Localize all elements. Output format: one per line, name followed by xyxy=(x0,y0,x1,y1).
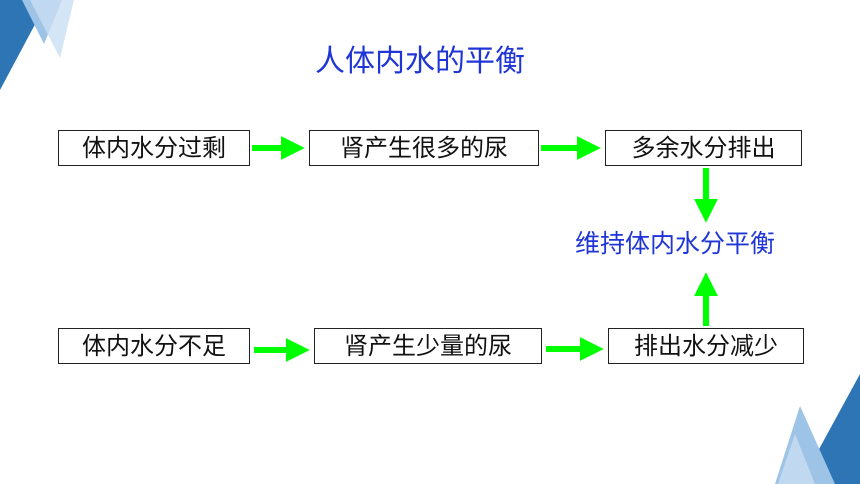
page-title: 人体内水的平衡 xyxy=(315,44,525,79)
box-excess-water-discharged: 多余水分排出 xyxy=(605,130,802,166)
corner-decoration-top-left xyxy=(0,0,74,90)
box-water-excess: 体内水分过剩 xyxy=(58,130,250,166)
box-kidney-little-urine: 肾产生少量的尿 xyxy=(314,328,542,364)
box-kidney-much-urine: 肾产生很多的尿 xyxy=(309,130,539,166)
balance-label: 维持体内水分平衡 xyxy=(574,229,775,258)
box-water-discharge-reduced: 排出水分减少 xyxy=(608,328,804,364)
box-water-shortage: 体内水分不足 xyxy=(58,328,250,364)
corner-decoration-bottom-right xyxy=(775,374,860,484)
